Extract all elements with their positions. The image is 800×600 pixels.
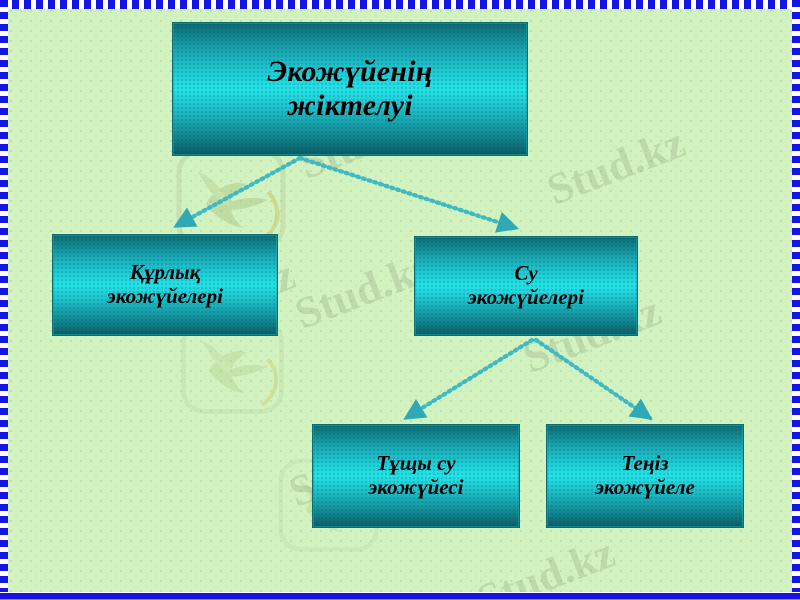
- node-root-line-2: жіктелуі: [287, 89, 413, 122]
- node-ecosystem-classification[interactable]: Экожүйенің жіктелуі: [172, 22, 528, 156]
- node-water-ecosystems[interactable]: Су экожүйелері: [414, 236, 638, 336]
- node-fresh-line-2: экожүйесі: [368, 475, 464, 499]
- slide-frame-right: [792, 0, 800, 600]
- node-root-line-1: Экожүйенің: [267, 55, 433, 89]
- node-sea-line-2: экожүйеле: [595, 475, 695, 499]
- slide-frame-top: [0, 0, 800, 9]
- node-land-line-2: экожүйелері: [107, 284, 223, 308]
- slide-frame-bottom: [0, 592, 800, 600]
- node-freshwater-ecosystem[interactable]: Тұщы су экожүйесі: [312, 424, 520, 528]
- slide-frame-left: [0, 0, 8, 600]
- node-water-line-1: Су: [514, 261, 538, 286]
- node-land-ecosystems[interactable]: Құрлық экожүйелері: [52, 234, 278, 336]
- node-fresh-line-1: Тұщы су: [376, 451, 456, 476]
- node-sea-line-1: Теңіз: [621, 451, 669, 476]
- node-land-line-1: Құрлық: [129, 260, 201, 285]
- node-marine-ecosystem[interactable]: Теңіз экожүйеле: [546, 424, 744, 528]
- node-water-line-2: экожүйелері: [468, 285, 584, 309]
